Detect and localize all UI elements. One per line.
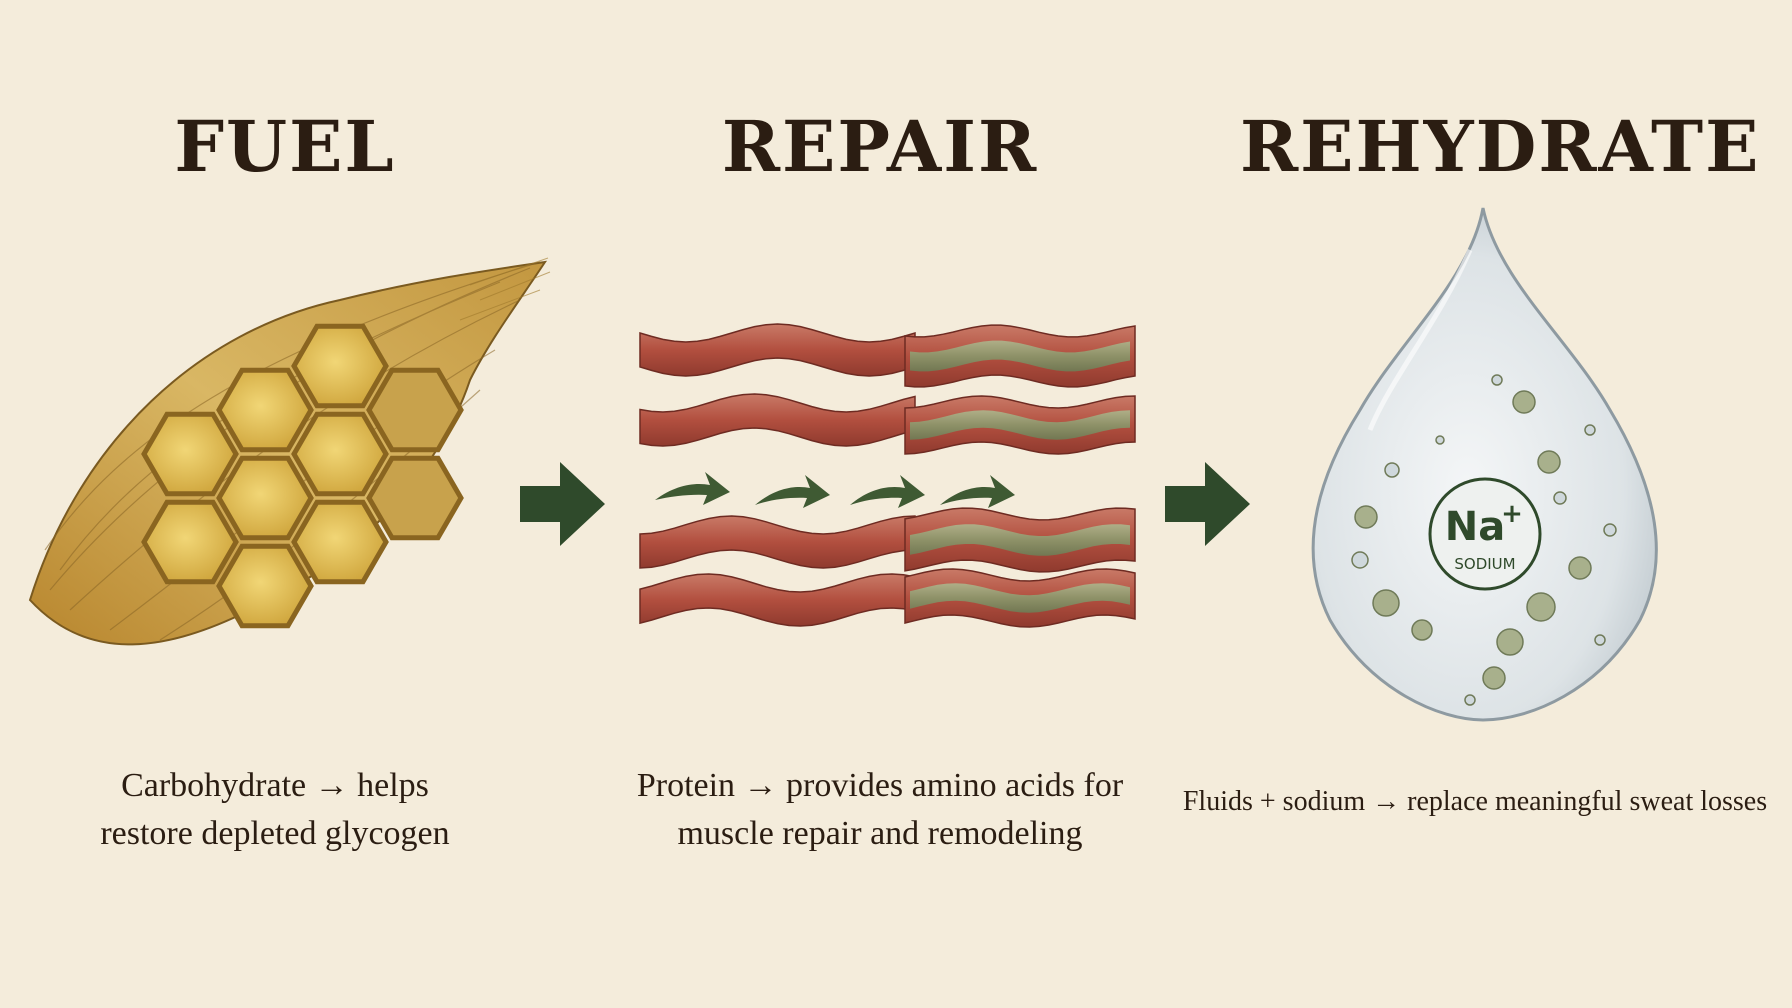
- glycogen-cell: [291, 499, 389, 585]
- water-drop-icon: Na + SODIUM: [1311, 207, 1658, 722]
- bubble: [1553, 491, 1567, 505]
- repaired-fiber: [904, 568, 1136, 628]
- arrow-right-icon: [520, 462, 605, 546]
- caption-line: restore depleted glycogen: [100, 815, 450, 852]
- fuel-title: FUEL: [174, 105, 396, 188]
- repaired-fiber: [904, 507, 1136, 573]
- glycogen-cell: [366, 367, 464, 453]
- repaired-fiber: [904, 395, 1136, 455]
- glycogen-cell: [291, 323, 389, 409]
- bubble: [1496, 628, 1524, 656]
- damaged-fiber: [639, 393, 916, 447]
- rehydrate-title: REHYDRATE: [1240, 105, 1761, 188]
- damaged-fiber: [639, 323, 916, 377]
- fuel-caption: Carbohydrate → helps restore depleted gl…: [40, 762, 510, 858]
- ion-symbol: Na: [1445, 504, 1505, 550]
- caption-line: Fluids + sodium → replace meaningful swe…: [1182, 786, 1768, 817]
- bubbles: [1351, 374, 1617, 706]
- glycogen-cell: [366, 455, 464, 541]
- caption-line: Protein → provides amino acids for: [636, 767, 1124, 804]
- damaged-fiber: [639, 573, 916, 627]
- glycogen-honeycomb: [141, 323, 464, 629]
- bubble: [1482, 666, 1506, 690]
- glycogen-cell: [291, 411, 389, 497]
- sodium-badge: [1428, 477, 1542, 591]
- bubble: [1354, 505, 1378, 529]
- bubble: [1584, 424, 1596, 436]
- caption-line: Carbohydrate → helps: [121, 767, 429, 804]
- bubble: [1491, 374, 1503, 386]
- bubble: [1594, 634, 1606, 646]
- muscle-fibers-icon: [639, 323, 1136, 628]
- bubble: [1351, 551, 1369, 569]
- glycogen-cell: [141, 499, 239, 585]
- bubble: [1372, 589, 1400, 617]
- bubble: [1384, 462, 1400, 478]
- glycogen-cell: [216, 367, 314, 453]
- ion-charge: +: [1501, 499, 1523, 529]
- small-arrows: [655, 472, 1015, 508]
- repaired-fiber: [904, 324, 1136, 388]
- bubble: [1435, 435, 1445, 445]
- bubble: [1568, 556, 1592, 580]
- bubble: [1512, 390, 1536, 414]
- glycogen-cell: [141, 411, 239, 497]
- glycogen-cell: [216, 543, 314, 629]
- repair-title: REPAIR: [721, 105, 1039, 188]
- caption-line: muscle repair and remodeling: [677, 815, 1083, 852]
- bubble: [1464, 694, 1476, 706]
- repair-caption: Protein → provides amino acids for muscl…: [600, 762, 1160, 858]
- bubble: [1603, 523, 1617, 537]
- muscle-glycogen-icon: [28, 257, 551, 646]
- arrow-right-icon: [1165, 462, 1250, 546]
- damaged-fiber: [639, 515, 916, 569]
- bubble: [1411, 619, 1433, 641]
- sodium-label: SODIUM: [1454, 555, 1515, 573]
- rehydrate-caption: Fluids + sodium → replace meaningful swe…: [1160, 782, 1790, 822]
- bubble: [1526, 592, 1556, 622]
- glycogen-cell: [216, 455, 314, 541]
- bubble: [1537, 450, 1561, 474]
